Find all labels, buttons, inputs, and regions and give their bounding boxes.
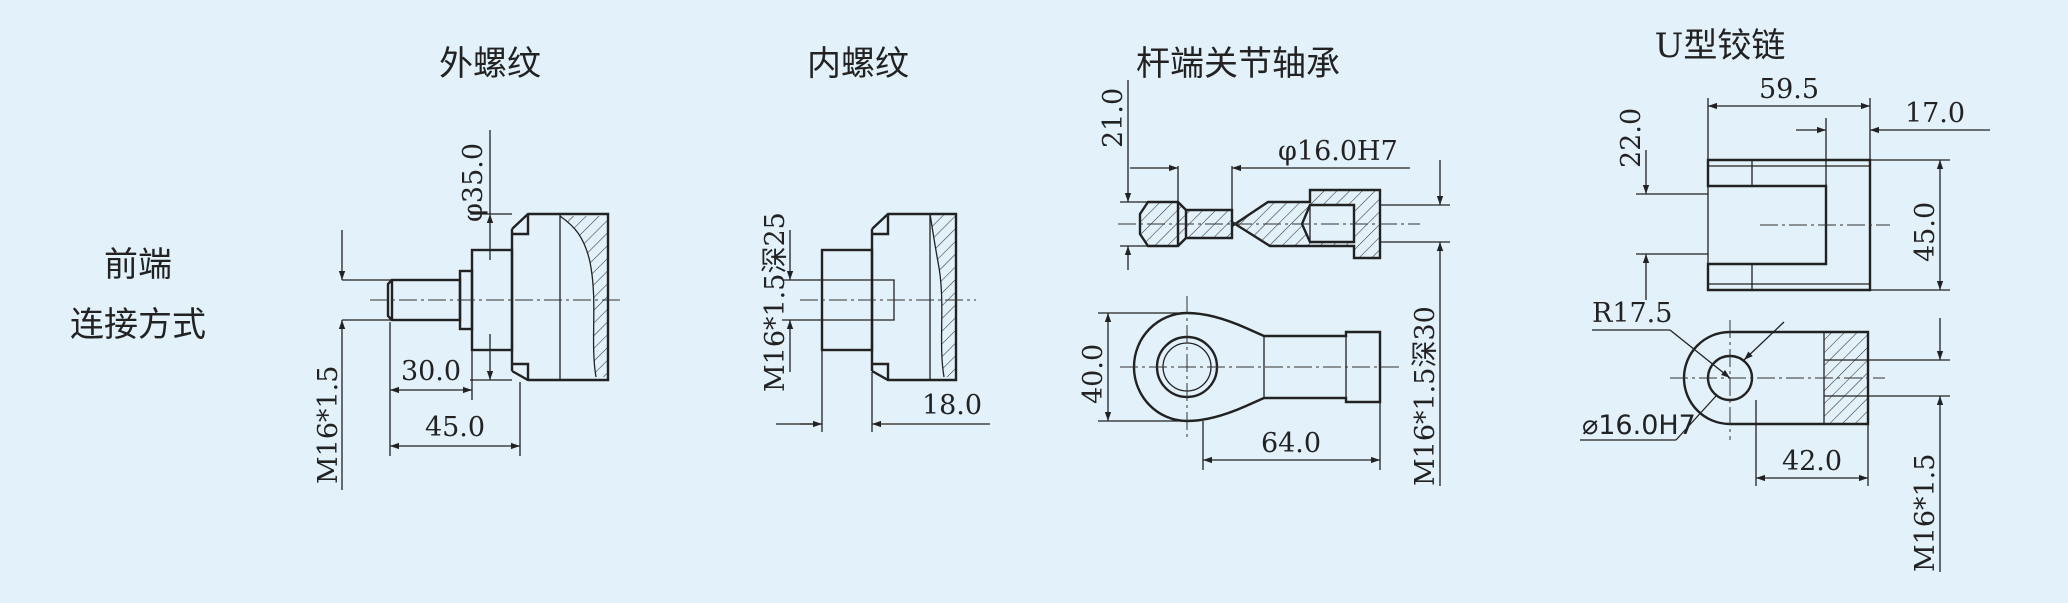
int-thread-dim: M16*1.5深25: [760, 212, 791, 392]
rod-thread-dim: M16*1.5深30: [1410, 306, 1441, 486]
clevis-h22-dim: 22.0: [1616, 108, 1647, 168]
ext-len45-dim: 45.0: [425, 412, 485, 443]
title-rod-end-bearing: 杆端关节轴承: [1136, 44, 1340, 84]
rod-end-side-view: 40.0 64.0: [1078, 296, 1400, 470]
external-thread-view: M16*1.5 φ35.0 30.0 45.0: [313, 130, 622, 490]
section-label-line1: 前端: [104, 245, 172, 285]
clevis-len59-dim: 59.5: [1759, 74, 1819, 105]
ext-len30-dim: 30.0: [401, 356, 461, 387]
clevis-thread-dim: M16*1.5: [1910, 454, 1941, 572]
rod-end-top-view: 21.0 φ16.0H7 M16*1.5深30: [1098, 80, 1450, 486]
clevis-radius-dim: R17.5: [1592, 298, 1672, 329]
rod-h21-dim: 21.0: [1098, 88, 1129, 148]
rod-bore-dim: φ16.0H7: [1278, 136, 1398, 167]
title-internal-thread: 内螺纹: [807, 44, 909, 84]
internal-thread-view: M16*1.5深25 18.0: [760, 212, 990, 432]
section-label-line2: 连接方式: [70, 305, 206, 345]
int-len18-dim: 18.0: [922, 390, 982, 421]
clevis-len42-dim: 42.0: [1782, 446, 1842, 477]
rod-len64-dim: 64.0: [1261, 428, 1321, 459]
u-clevis-top-view: 59.5 17.0 22.0 45.0: [1616, 74, 1990, 300]
clevis-h45-dim: 45.0: [1910, 202, 1941, 262]
ext-thread-dim: M16*1.5: [313, 366, 344, 484]
title-external-thread: 外螺纹: [439, 44, 541, 84]
title-u-clevis: U型铰链: [1655, 26, 1786, 66]
u-clevis-side-view: R17.5 ⌀16.0H7 42.0 M16*1.5: [1580, 298, 1950, 572]
rod-h40-dim: 40.0: [1078, 344, 1109, 404]
ext-dia-dim: φ35.0: [458, 143, 489, 222]
clevis-len17-dim: 17.0: [1905, 98, 1965, 129]
clevis-bore-dim: ⌀16.0H7: [1582, 410, 1696, 441]
